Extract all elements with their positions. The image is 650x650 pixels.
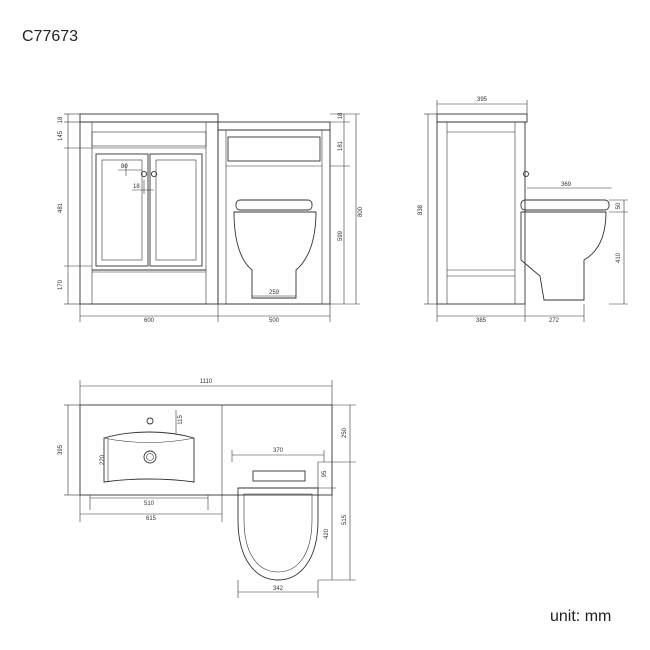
basin — [103, 431, 195, 483]
vanity-countertop — [79, 113, 219, 123]
flush-button — [523, 171, 529, 177]
front-top-thickness-label: 18 — [58, 116, 64, 123]
side-depth-top-label: 395 — [477, 97, 488, 103]
toilet-pan-front — [233, 211, 317, 299]
product-code: C77673 — [22, 28, 79, 45]
wc-width-label: 500 — [269, 318, 280, 324]
cistern-depth-label: 95 — [322, 470, 328, 477]
wc-unit-top — [217, 121, 331, 131]
plan-view: 1110 395 115 220 510 615 250 370 95 420 … — [58, 379, 356, 598]
unit-label: unit: mm — [550, 608, 612, 625]
plan-countertop — [79, 404, 333, 496]
left-door — [95, 153, 149, 267]
front-overall-height-label: 800 — [358, 206, 364, 217]
tap-hole — [146, 417, 154, 425]
vanity-top-rail — [91, 131, 207, 147]
basin-depth-label: 220 — [100, 454, 106, 465]
side-cabinet — [436, 121, 526, 305]
plan-overall-width-label: 1110 — [200, 379, 213, 385]
right-door — [149, 153, 203, 267]
pan-height-label: 410 — [616, 252, 622, 263]
side-overall-height-label: 838 — [418, 204, 424, 215]
vanity-body — [79, 121, 219, 305]
pan-depth-label: 272 — [549, 318, 560, 324]
seat-height-offset-label: 50 — [616, 202, 622, 209]
seat-length-label: 420 — [324, 528, 330, 539]
pan-outlet-label: 259 — [269, 290, 280, 296]
handle-offset-label: 80 — [121, 164, 128, 170]
plan-depth-label: 395 — [58, 444, 64, 455]
wc-panel-height-label: 181 — [338, 140, 344, 151]
wc-unit-body — [217, 129, 331, 305]
toilet-seat-side — [520, 199, 610, 211]
left-door-knob — [140, 170, 148, 178]
front-view: 18 145 481 170 80 18 600 500 259 18 181 … — [58, 112, 364, 324]
basin-drain — [143, 450, 157, 464]
side-countertop — [436, 113, 528, 123]
vanity-width-label: 600 — [144, 318, 155, 324]
front-plinth-height-label: 170 — [58, 279, 64, 290]
cistern-top — [252, 470, 306, 482]
wc-top-thickness-label: 18 — [338, 112, 344, 119]
front-rail-height-label: 145 — [58, 130, 64, 141]
toilet-seat-front — [235, 199, 313, 211]
basin-width-label: 510 — [144, 501, 155, 507]
cistern-width-label: 370 — [273, 448, 284, 454]
front-door-height-label: 481 — [58, 202, 64, 213]
toilet-seat-plan — [237, 487, 319, 581]
wc-access-panel — [227, 136, 321, 162]
seat-width-label: 342 — [273, 586, 284, 592]
pan-length-label: 515 — [342, 514, 348, 525]
side-view: 395 838 369 50 410 385 272 — [418, 97, 628, 324]
cabinet-depth-label: 385 — [476, 318, 487, 324]
tap-hole-offset-label: 115 — [178, 415, 184, 425]
right-door-knob — [150, 170, 158, 178]
handle-gap-label: 18 — [133, 184, 140, 190]
toilet-pan-side — [520, 211, 607, 301]
wc-lower-height-label: 599 — [338, 230, 344, 241]
counter-width-label: 615 — [146, 516, 157, 522]
pan-projection-label: 369 — [561, 182, 572, 188]
wc-unit-depth-label: 250 — [342, 427, 348, 438]
